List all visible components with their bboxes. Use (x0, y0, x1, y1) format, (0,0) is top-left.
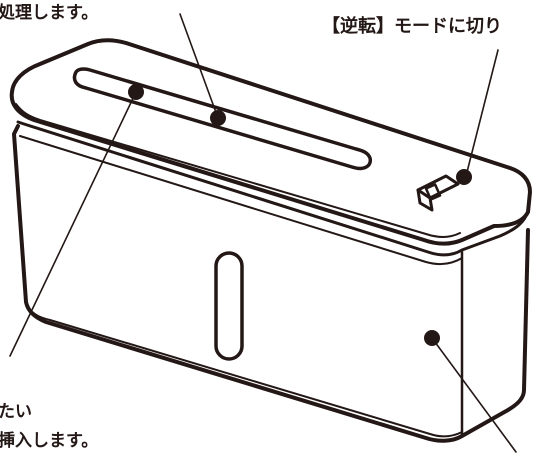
shredder-body (12, 124, 530, 443)
caption-paper-processing: 処理します。 (0, 3, 99, 23)
callout-dot-slot-center (210, 110, 226, 126)
callout-dot-switch (456, 169, 472, 185)
leader-line-switch (465, 49, 499, 177)
mode-switch-icon (416, 174, 460, 212)
lid-edge-line (15, 103, 461, 238)
caption-reverse-mode: 【逆転】モードに切り (322, 16, 502, 37)
caption-insert-line2: 挿入します。 (0, 431, 99, 451)
paper-slot (72, 67, 373, 171)
body-base-line (29, 309, 463, 438)
leader-line-insert (9, 91, 137, 357)
leader-line-bin (431, 337, 517, 453)
callout-dot-slot-left (128, 84, 144, 100)
leader-line-slot (179, 13, 219, 119)
body-inner-top-line (19, 135, 463, 266)
lid-bottom-edge (16, 120, 528, 257)
bin-window (214, 251, 244, 361)
shredder-lid (9, 38, 532, 246)
callout-dot-bin (424, 330, 440, 346)
caption-insert-line1: たい (0, 402, 32, 422)
